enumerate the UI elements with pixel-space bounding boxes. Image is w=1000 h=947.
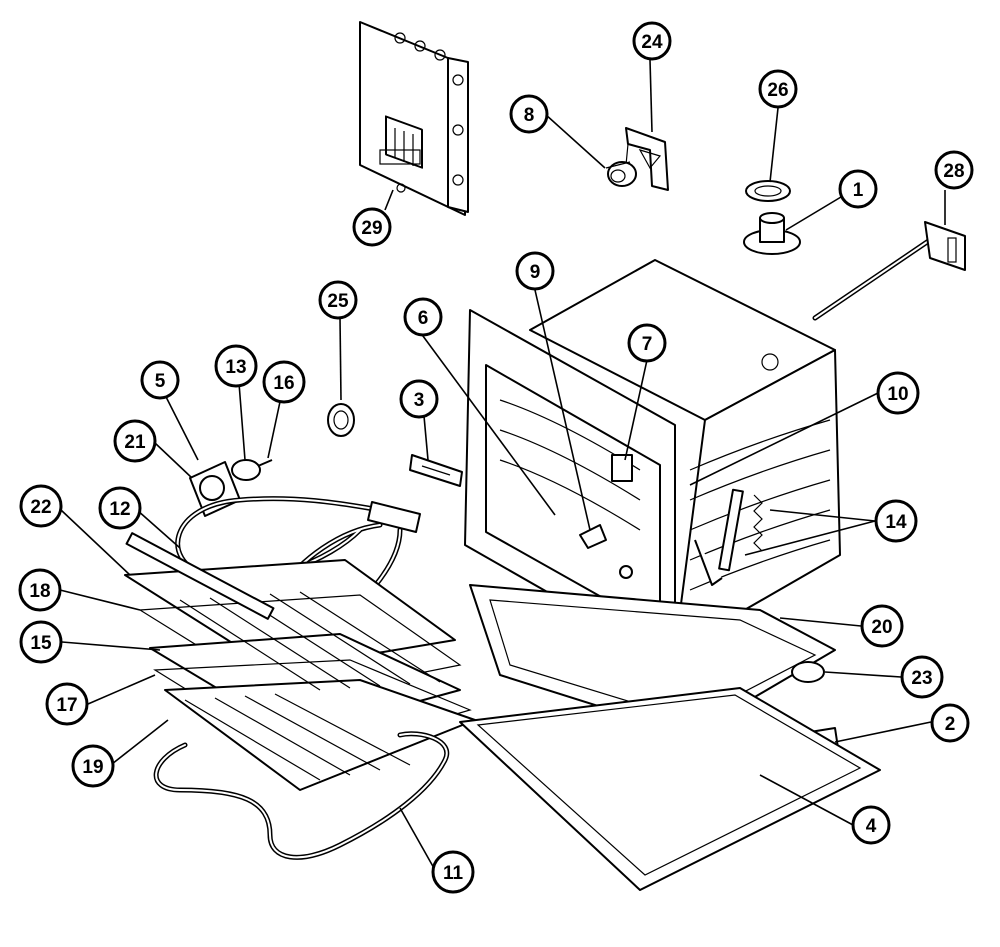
svg-text:8: 8 (524, 105, 535, 126)
bake-element-part (153, 731, 450, 860)
callout-15: 15 (19, 620, 63, 664)
svg-text:15: 15 (30, 633, 52, 654)
callout-9: 9 (515, 251, 555, 291)
callout-4: 4 (851, 805, 891, 845)
callout-17: 17 (45, 682, 89, 726)
svg-text:2: 2 (945, 714, 956, 735)
callout-14: 14 (874, 499, 918, 543)
svg-text:12: 12 (109, 499, 130, 520)
callout-29: 29 (352, 207, 392, 247)
callout-22: 22 (19, 484, 63, 528)
svg-text:5: 5 (155, 371, 166, 392)
callout-12: 12 (98, 486, 142, 530)
svg-text:1: 1 (853, 180, 864, 201)
svg-text:21: 21 (124, 432, 146, 453)
callout-5: 5 (140, 360, 180, 400)
hinge-bar-part (812, 221, 966, 321)
callout-18: 18 (18, 568, 62, 612)
svg-text:22: 22 (30, 497, 51, 518)
svg-text:9: 9 (530, 262, 541, 283)
callout-6: 6 (403, 297, 443, 337)
callout-7: 7 (627, 323, 667, 363)
svg-text:29: 29 (361, 218, 382, 239)
svg-text:20: 20 (871, 617, 892, 638)
plate-part (409, 454, 463, 487)
callout-21: 21 (113, 419, 157, 463)
svg-text:10: 10 (887, 384, 908, 405)
callout-20: 20 (860, 604, 904, 648)
callout-11: 11 (431, 850, 475, 894)
svg-text:23: 23 (911, 668, 932, 689)
oven-bottom-part (459, 687, 881, 891)
svg-text:18: 18 (29, 581, 50, 602)
callout-2: 2 (930, 703, 970, 743)
callout-3: 3 (399, 379, 439, 419)
callout-16: 16 (262, 360, 306, 404)
svg-text:13: 13 (225, 357, 246, 378)
callout-26: 26 (758, 69, 798, 109)
callout-28: 28 (934, 150, 974, 190)
gasket-part (745, 180, 791, 202)
svg-text:26: 26 (767, 80, 788, 101)
svg-text:4: 4 (866, 816, 877, 837)
callout-23: 23 (900, 655, 944, 699)
callout-10: 10 (876, 371, 920, 415)
callout-25: 25 (318, 280, 358, 320)
callout-24: 24 (632, 21, 672, 61)
svg-text:3: 3 (414, 390, 425, 411)
terminal-box-part (359, 21, 469, 216)
callout-13: 13 (214, 344, 258, 388)
washer-part (327, 403, 355, 437)
racks-part (124, 532, 476, 791)
svg-text:7: 7 (642, 334, 653, 355)
socket-part (605, 161, 637, 187)
svg-text:14: 14 (885, 512, 907, 533)
callout-1: 1 (838, 169, 878, 209)
svg-text:11: 11 (443, 863, 464, 884)
svg-text:16: 16 (273, 373, 294, 394)
svg-text:19: 19 (82, 757, 103, 778)
oven-cavity-part (464, 259, 841, 666)
svg-text:25: 25 (327, 291, 349, 312)
callout-19: 19 (71, 744, 115, 788)
bracket-part (625, 127, 669, 191)
svg-text:6: 6 (418, 308, 429, 329)
callout-8: 8 (509, 94, 549, 134)
svg-text:24: 24 (641, 32, 663, 53)
svg-text:17: 17 (56, 695, 77, 716)
svg-text:28: 28 (943, 161, 964, 182)
sensor-part (743, 212, 801, 255)
